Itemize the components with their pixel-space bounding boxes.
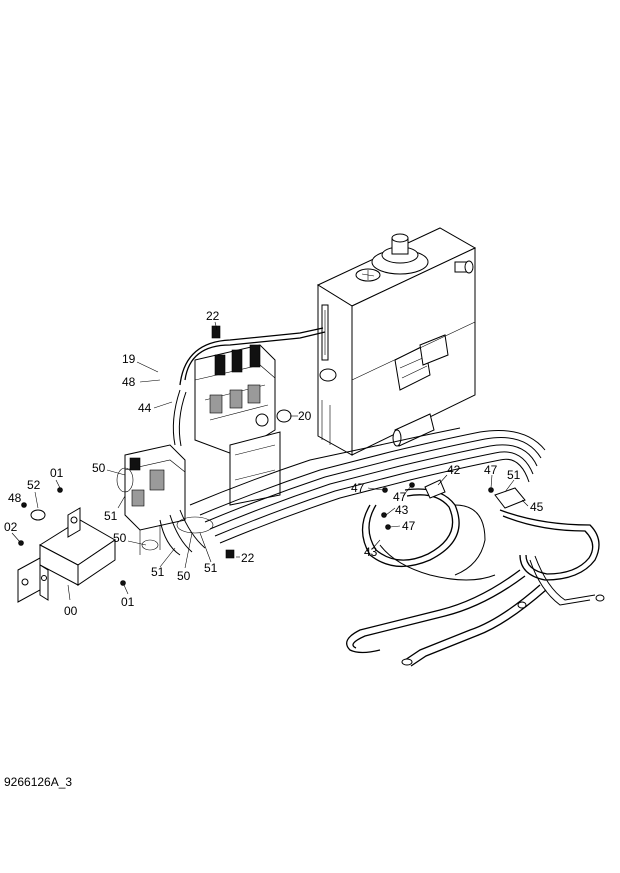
hose-routing xyxy=(116,327,605,667)
callout-01-lower: 01 xyxy=(121,595,135,609)
callout-02: 02 xyxy=(4,520,18,534)
mounting-bracket xyxy=(17,487,126,603)
callout-47-right: 47 xyxy=(484,463,498,477)
callout-47-c: 47 xyxy=(402,519,416,533)
callout-01-upper: 01 xyxy=(50,466,64,480)
callout-51-bottom-left: 51 xyxy=(151,565,165,579)
callout-48-bracket: 48 xyxy=(8,491,22,505)
callout-22-top: 22 xyxy=(206,309,220,323)
callout-51-bottom-right: 51 xyxy=(204,561,218,575)
callout-47-b: 47 xyxy=(393,490,407,504)
callout-42: 42 xyxy=(447,463,461,477)
callout-51-right: 51 xyxy=(507,468,521,482)
callout-51-left: 51 xyxy=(104,509,118,523)
callout-labels: 22 19 48 44 20 50 01 52 48 51 02 50 22 5… xyxy=(4,309,544,618)
leader-lines xyxy=(11,321,529,601)
callout-44: 44 xyxy=(138,401,152,415)
callout-50-upper: 50 xyxy=(92,461,106,475)
callout-45: 45 xyxy=(530,500,544,514)
callout-43-a: 43 xyxy=(395,503,409,517)
callout-20: 20 xyxy=(298,409,312,423)
callout-50-bottom: 50 xyxy=(177,569,191,583)
hydraulic-tank xyxy=(316,227,477,456)
drawing-reference: 9266126A_3 xyxy=(4,775,72,789)
callout-22-bottom: 22 xyxy=(241,551,255,565)
callout-43-b: 43 xyxy=(364,545,378,559)
callout-52: 52 xyxy=(27,478,41,492)
control-valve xyxy=(194,325,292,506)
callout-00: 00 xyxy=(64,604,78,618)
callout-48-valve: 48 xyxy=(122,375,136,389)
swivel-block xyxy=(124,444,235,559)
callout-19: 19 xyxy=(122,352,136,366)
callout-50-lower: 50 xyxy=(113,531,127,545)
callout-47-a: 47 xyxy=(351,481,365,495)
